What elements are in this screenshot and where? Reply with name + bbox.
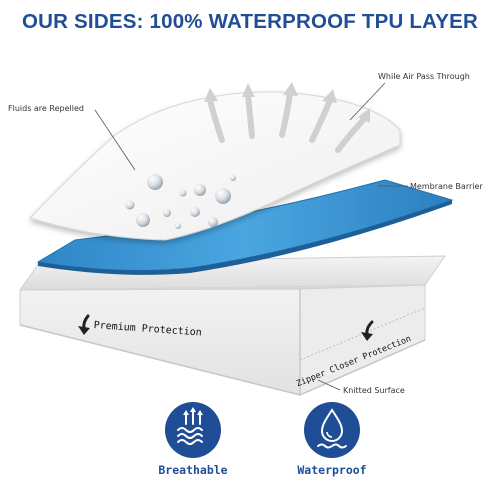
callout-knitted: Knitted Surface	[343, 386, 405, 395]
callout-fluids: Fluids are Repelled	[8, 104, 84, 113]
callout-lines	[94, 82, 408, 391]
air-arrow-heads	[204, 82, 370, 123]
waves-arrows-icon	[177, 410, 203, 445]
air-arrows	[207, 90, 368, 153]
zipper-arrow-icon	[361, 320, 374, 341]
callout-membrane: Membrane Barrier	[410, 182, 483, 191]
water-droplets	[125, 174, 236, 229]
breathable-badge	[165, 402, 221, 458]
top-fabric-layer	[29, 91, 401, 241]
headline: OUR SIDES: 100% WATERPROOF TPU LAYER	[22, 10, 478, 33]
callout-air: While Air Pass Through	[378, 72, 470, 81]
waterproof-label: Waterproof	[297, 463, 367, 477]
water-drop-icon	[317, 408, 347, 449]
breathable-label: Breathable	[158, 463, 228, 477]
premium-arrow-icon	[78, 314, 90, 335]
waterproof-badge	[304, 402, 360, 458]
